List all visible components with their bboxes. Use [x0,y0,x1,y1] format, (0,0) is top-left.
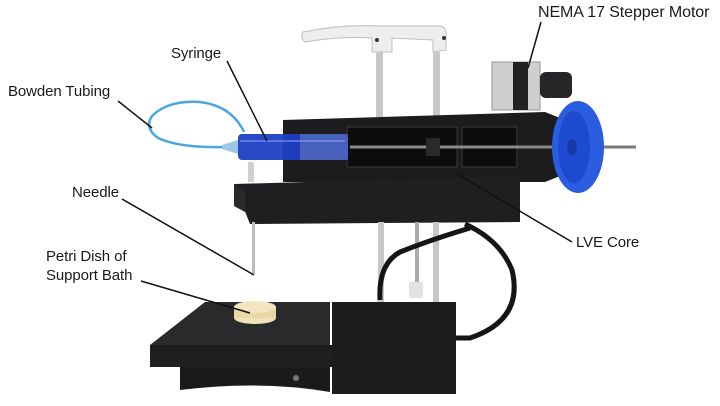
leader-syringe [226,60,268,142]
rod-right-top [433,52,440,122]
rod-left-bottom [378,222,384,302]
cable [377,221,517,341]
lve-core-body [234,112,636,224]
lead-screw [415,222,419,294]
top-handle [301,25,447,53]
label-petri-dish-line1: Petri Dish of [46,248,127,265]
syringe [222,134,348,182]
petri-dish [234,301,276,324]
label-syringe: Syringe [171,45,222,62]
rod-right-bottom [433,222,439,302]
leader-nema17 [527,21,542,69]
coupler [409,282,423,298]
bowden-tubing [147,100,246,149]
label-needle: Needle [72,184,119,201]
adjustment-wheel [552,101,604,193]
printer-base [150,302,456,394]
label-petri-dish-line2: Support Bath [46,267,133,284]
needle [252,222,255,274]
label-nema17-stepper-motor: NEMA 17 Stepper Motor [538,4,710,21]
label-lve-core: LVE Core [576,234,640,251]
rod-left-top [376,52,383,122]
leader-lve [456,173,573,243]
leader-needle [121,198,255,276]
stepper-motor [491,61,572,111]
leader-lines [117,21,573,314]
leader-petri [140,280,251,314]
leader-bowden [117,100,153,129]
label-bowden-tubing: Bowden Tubing [8,83,111,100]
